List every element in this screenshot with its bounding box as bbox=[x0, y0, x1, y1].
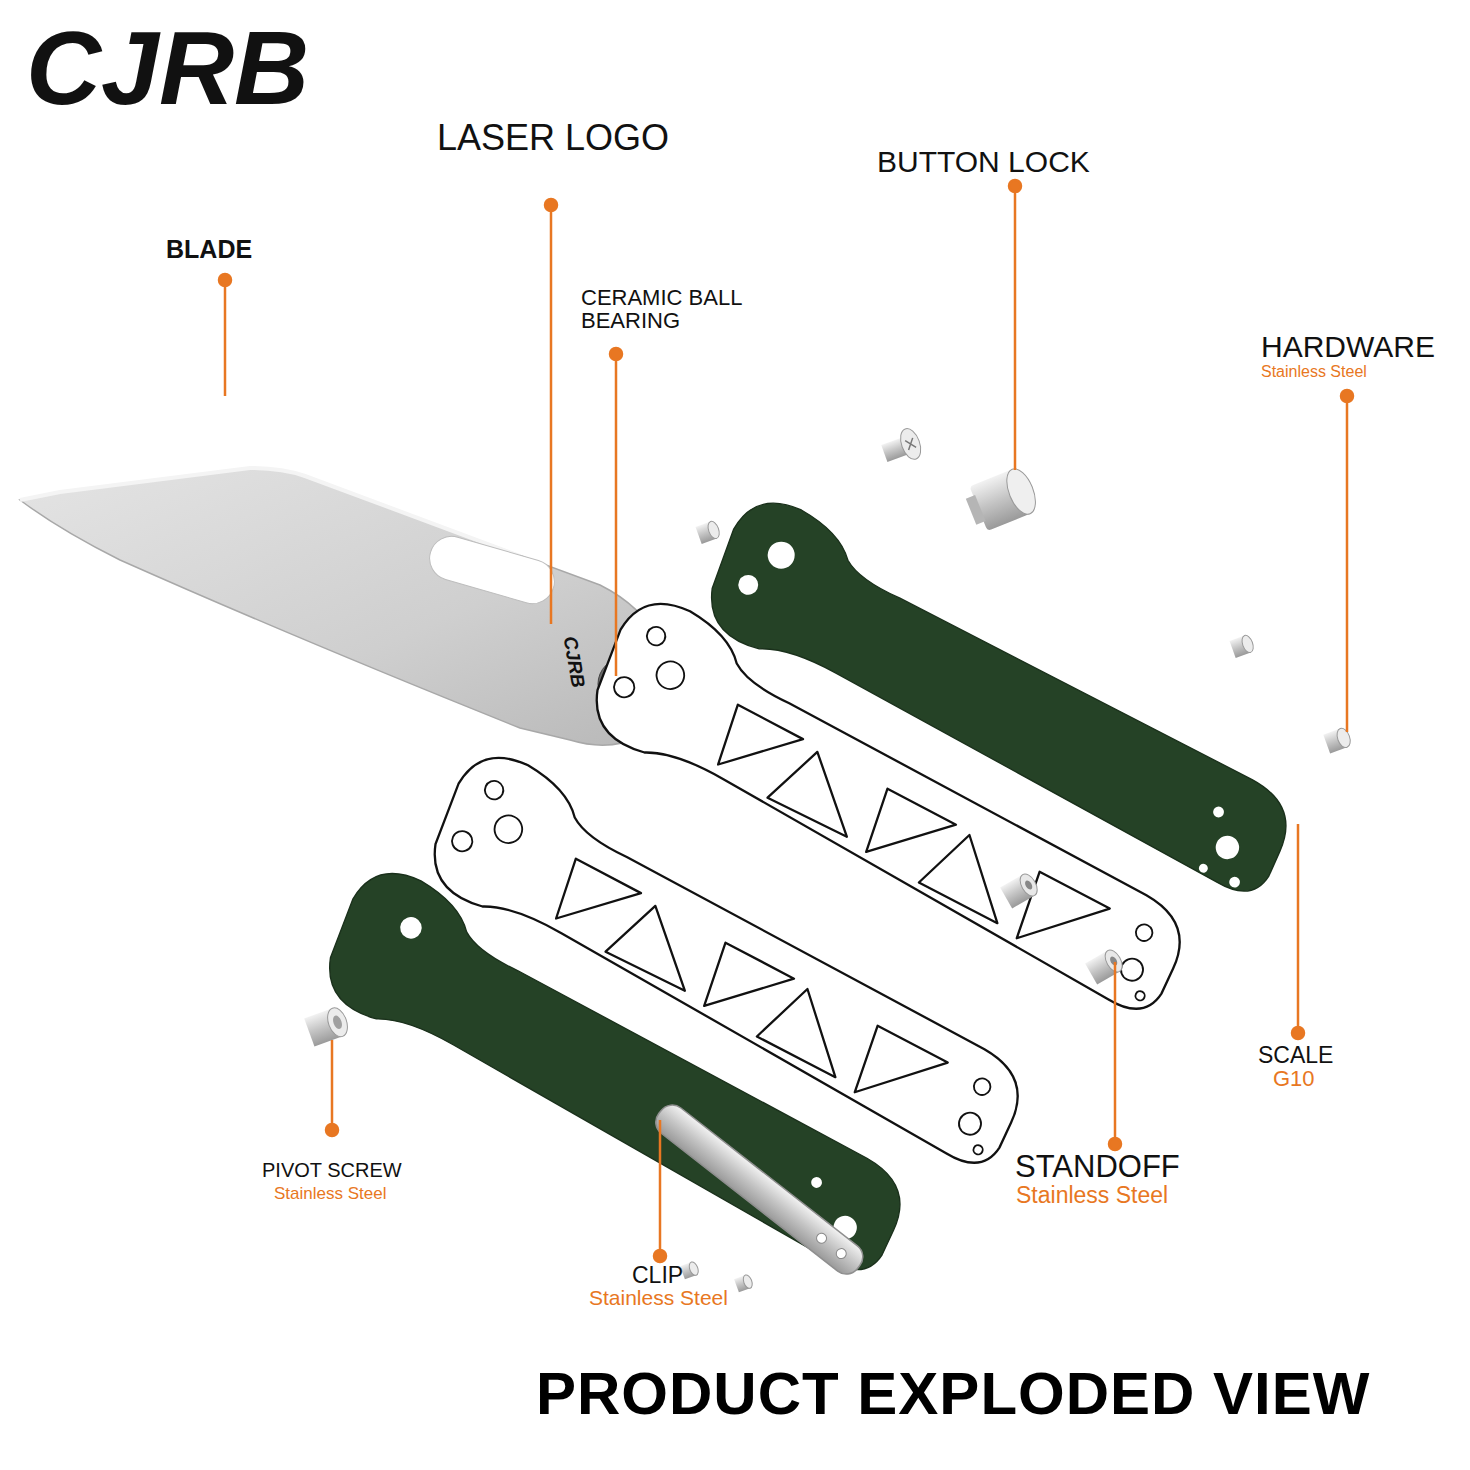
part-name: STANDOFF bbox=[1015, 1151, 1180, 1184]
clip-drawing bbox=[650, 1099, 868, 1279]
part-name: HARDWARE bbox=[1261, 331, 1435, 363]
part-name: LASER LOGO bbox=[437, 119, 669, 157]
scale-front bbox=[299, 858, 942, 1280]
hardware-screws bbox=[304, 426, 1353, 1292]
part-name: CERAMIC BALL BEARING bbox=[581, 286, 771, 332]
part-name: PIVOT SCREW bbox=[262, 1160, 402, 1181]
material-note: Stainless Steel bbox=[589, 1287, 728, 1309]
part-name: CLIP bbox=[632, 1263, 683, 1287]
brand-logo: CJRB bbox=[26, 14, 309, 123]
button-lock-drawing bbox=[962, 465, 1041, 534]
blade-drawing bbox=[20, 468, 665, 745]
part-name: BUTTON LOCK bbox=[877, 146, 1090, 178]
material-note: Stainless Steel bbox=[1261, 364, 1367, 381]
standoff-drawing bbox=[1000, 871, 1126, 984]
diagram-title: PRODUCT EXPLODED VIEW bbox=[536, 1362, 1370, 1425]
part-name: SCALE bbox=[1258, 1043, 1333, 1067]
leader-lines bbox=[219, 180, 1353, 1262]
material-note: G10 bbox=[1273, 1067, 1315, 1090]
scale-back bbox=[682, 488, 1327, 901]
part-name: BLADE bbox=[166, 236, 252, 262]
material-note: Stainless Steel bbox=[274, 1185, 386, 1203]
material-note: Stainless Steel bbox=[1016, 1183, 1168, 1207]
